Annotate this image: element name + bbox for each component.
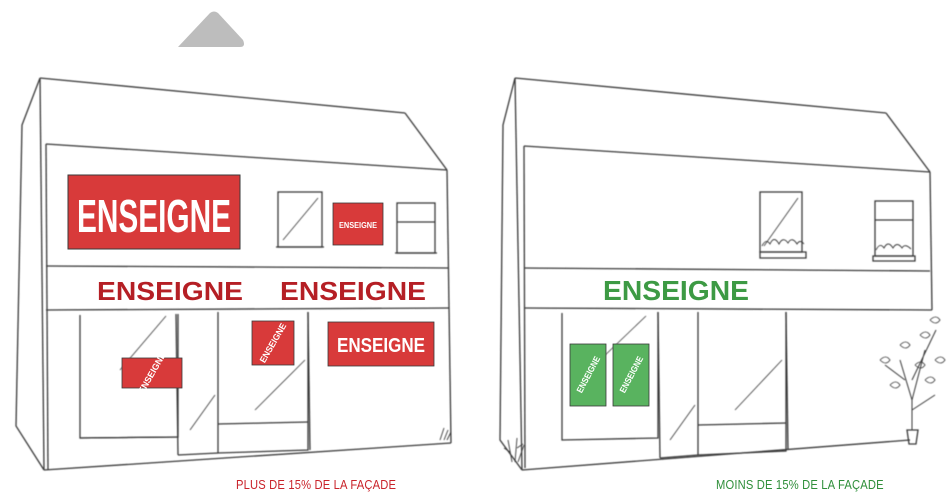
window-sticker-1: ENSEIGNE (109, 332, 195, 414)
caption-more-than-15: PLUS DE 15% DE LA FAÇADE (236, 477, 396, 492)
left-small-sign: ENSEIGNE (333, 203, 383, 245)
fascia-sign-left-1: ENSEIGNE (97, 276, 243, 306)
svg-text:ENSEIGNE: ENSEIGNE (337, 335, 425, 357)
left-building (16, 78, 451, 470)
right-building (500, 78, 945, 470)
fascia-sign-left-2: ENSEIGNE (280, 276, 426, 306)
window-sign-right: ENSEIGNE (328, 322, 434, 366)
big-sign-text: ENSEIGNE (77, 190, 231, 242)
left-big-sign: ENSEIGNE (68, 175, 240, 249)
small-sign-text: ENSEIGNE (339, 221, 378, 230)
fascia-sign-green: ENSEIGNE (603, 275, 749, 306)
caption-less-than-15: MOINS DE 15% DE LA FAÇADE (716, 477, 884, 492)
green-sticker-1: ENSEIGNE (570, 344, 606, 406)
green-sticker-2: ENSEIGNE (613, 344, 649, 406)
window-sticker-2: ENSEIGNE (233, 303, 313, 383)
scroll-up-icon[interactable] (178, 12, 244, 48)
